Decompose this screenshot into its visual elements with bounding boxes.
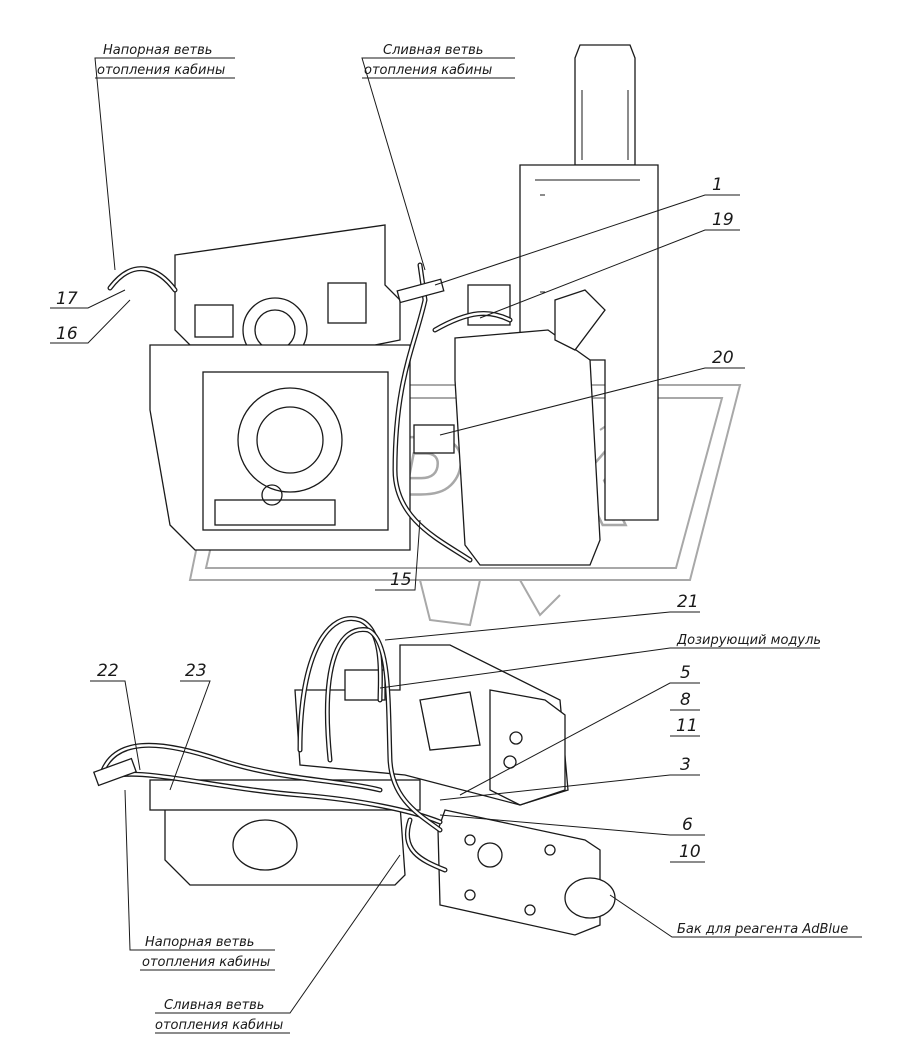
label-top-drain-line1: Сливная ветвь xyxy=(383,43,483,58)
bottom-view xyxy=(92,616,616,936)
label-bottom-pressure-line1: Напорная ветвь xyxy=(145,935,254,950)
label-top-pressure-line1: Напорная ветвь xyxy=(103,43,212,58)
annotations: Напорная ветвь отопления кабины Сливная … xyxy=(56,43,848,1033)
callout-16: 16 xyxy=(56,324,78,344)
callout-23: 23 xyxy=(185,661,207,681)
callout-3: 3 xyxy=(680,755,691,775)
fitting-22 xyxy=(92,757,138,787)
callout-21: 21 xyxy=(677,592,699,612)
callout-17: 17 xyxy=(56,289,78,309)
callout-6: 6 xyxy=(682,815,693,835)
label-top-pressure-line2: отопления кабины xyxy=(97,63,225,78)
label-top-drain-line2: отопления кабины xyxy=(364,63,492,78)
pump-body xyxy=(419,691,481,751)
flywheel-housing xyxy=(202,371,389,531)
tank-cap xyxy=(564,877,616,919)
leader-lines xyxy=(50,57,862,1034)
fitting-1 xyxy=(396,278,445,304)
bracket-left xyxy=(194,304,234,338)
callout-1: 1 xyxy=(712,175,723,195)
callout-11: 11 xyxy=(676,716,698,736)
lower-frame xyxy=(164,804,406,886)
callout-22: 22 xyxy=(97,661,119,681)
exhaust-pipe xyxy=(574,44,636,166)
tank-end-plate xyxy=(489,689,566,806)
filler-neck xyxy=(554,289,606,351)
label-bottom-pressure-line2: отопления кабины xyxy=(142,955,270,970)
label-dosing-module: Дозирующий модуль xyxy=(676,633,821,648)
callout-8: 8 xyxy=(680,690,691,710)
callout-10: 10 xyxy=(679,842,701,862)
connector-block xyxy=(413,424,455,454)
label-bottom-drain-line2: отопления кабины xyxy=(155,1018,283,1033)
callout-5: 5 xyxy=(680,663,691,683)
adblue-tank-top xyxy=(454,329,601,566)
callout-20: 20 xyxy=(712,348,734,368)
adblue-tank xyxy=(437,809,601,936)
callout-15: 15 xyxy=(390,570,412,590)
label-bottom-drain-line1: Сливная ветвь xyxy=(164,998,264,1013)
top-view xyxy=(107,44,659,566)
sensor-box xyxy=(467,284,511,326)
label-adblue-tank: Бак для реагента AdBlue xyxy=(677,922,848,937)
bracket-right xyxy=(327,282,367,324)
callout-19: 19 xyxy=(712,210,734,230)
